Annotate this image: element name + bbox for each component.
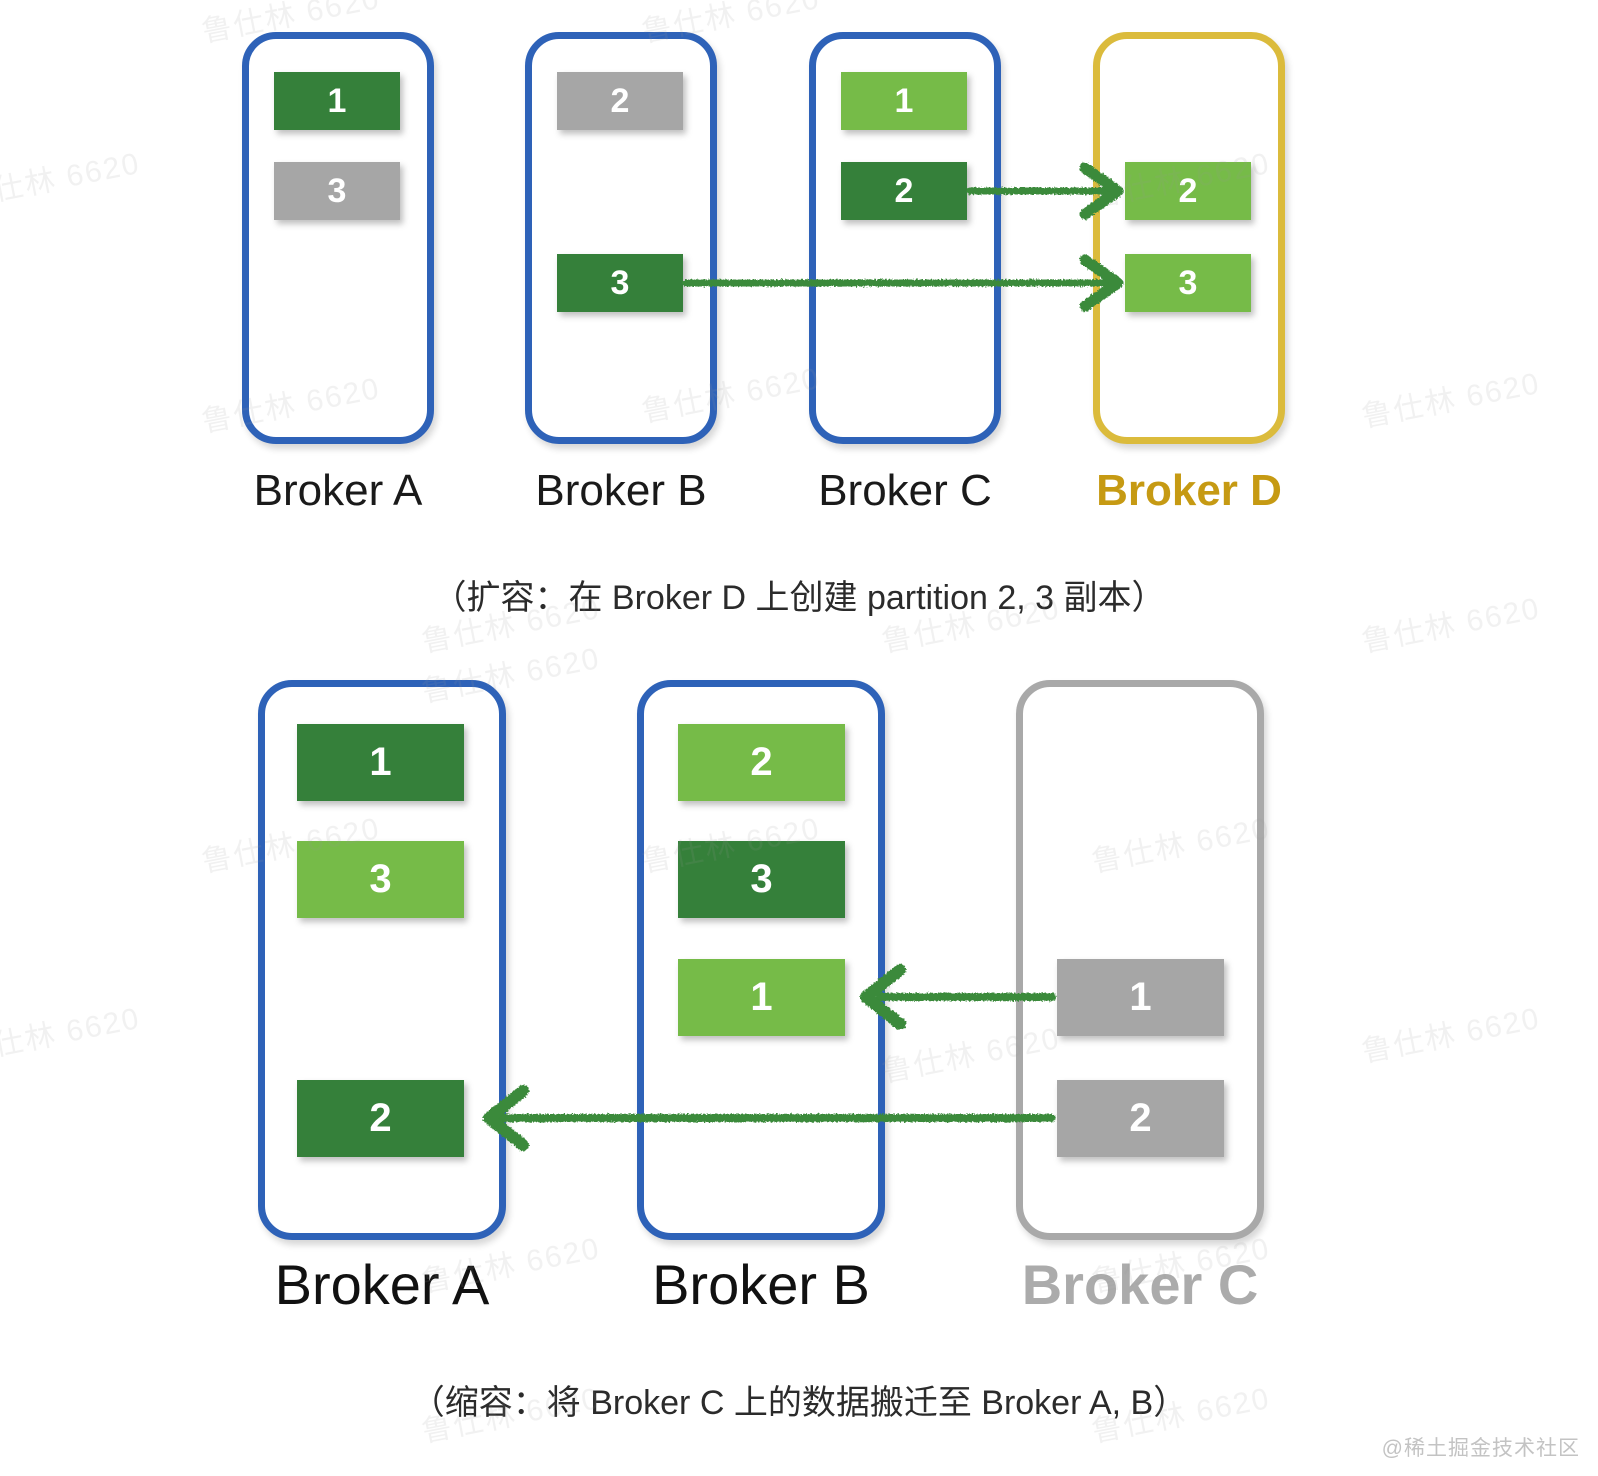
partition-block[interactable]: 2 (841, 162, 967, 220)
watermark-text: 鲁仕林 6620 (0, 146, 144, 214)
caption-scale-out: （扩容：在 Broker D 上创建 partition 2, 3 副本） (432, 579, 1166, 617)
caption-scale-in: （缩容：将 Broker C 上的数据搬迁至 Broker A, B） (410, 1384, 1188, 1422)
partition-block[interactable]: 2 (678, 724, 845, 801)
watermark-text: 鲁仕林 6620 (1359, 366, 1544, 434)
broker-label-d-top: Broker D (1096, 466, 1282, 515)
partition-block[interactable]: 1 (841, 72, 967, 130)
broker-label-c-top: Broker C (818, 466, 992, 515)
broker-label-c-bottom: Broker C (1021, 1253, 1259, 1316)
watermark-text: 鲁仕林 6620 (1359, 1001, 1544, 1069)
partition-block[interactable]: 2 (297, 1080, 464, 1157)
partition-block[interactable]: 3 (678, 841, 845, 918)
partition-block[interactable]: 3 (274, 162, 400, 220)
partition-block[interactable]: 1 (1057, 959, 1224, 1036)
broker-label-b-bottom: Broker B (652, 1253, 870, 1316)
attribution-watermark: @稀土掘金技术社区 (1381, 1437, 1580, 1460)
partition-block[interactable]: 1 (297, 724, 464, 801)
partition-block[interactable]: 3 (297, 841, 464, 918)
partition-block[interactable]: 2 (1125, 162, 1251, 220)
watermark-text: 鲁仕林 6620 (0, 1001, 144, 1069)
partition-block[interactable]: 2 (1057, 1080, 1224, 1157)
broker-label-a-top: Broker A (253, 466, 423, 515)
partition-block[interactable]: 3 (557, 254, 683, 312)
partition-block[interactable]: 3 (1125, 254, 1251, 312)
partition-block[interactable]: 1 (678, 959, 845, 1036)
partition-block[interactable]: 2 (557, 72, 683, 130)
broker-label-b-top: Broker B (535, 466, 707, 515)
broker-label-a-bottom: Broker A (274, 1253, 490, 1316)
partition-block[interactable]: 1 (274, 72, 400, 130)
broker-container-d-top[interactable] (1093, 32, 1285, 444)
